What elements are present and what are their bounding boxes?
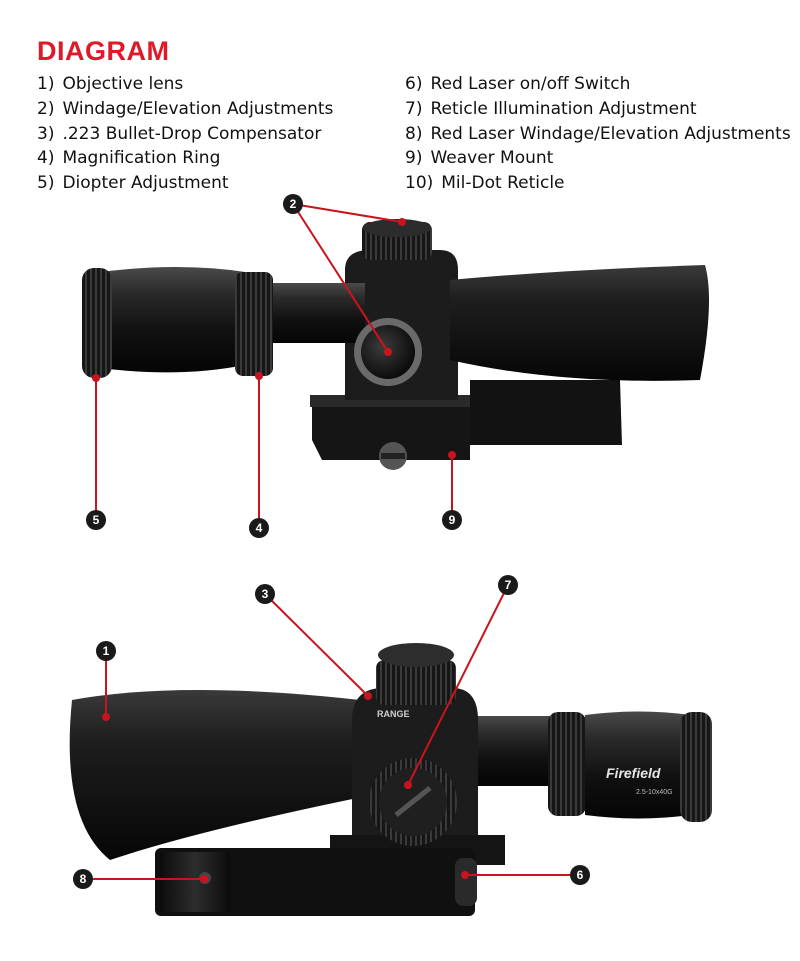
legend-left: 1)Objective lens 2)Windage/Elevation Adj…: [37, 72, 333, 196]
svg-text:8: 8: [80, 872, 87, 886]
legend-right: 6)Red Laser on/off Switch 7)Reticle Illu…: [405, 72, 791, 196]
legend-item-6: 6)Red Laser on/off Switch: [405, 74, 631, 94]
dot-4: [255, 372, 263, 380]
callout-9: 9: [442, 510, 462, 530]
legend-item-1: 1)Objective lens: [37, 74, 184, 94]
dot-2b: [398, 218, 406, 226]
diopter-ring-top: [82, 268, 112, 378]
legend-item-9: 9)Weaver Mount: [405, 148, 554, 169]
legend-item-3: 3).223 Bullet-Drop Compensator: [37, 123, 322, 144]
legend-item-10: 10)Mil-Dot Reticle: [405, 173, 565, 194]
dot-2a: [384, 348, 392, 356]
magnification-ring-top: [235, 272, 273, 376]
dot-9: [448, 451, 456, 459]
dot-7: [404, 781, 412, 789]
bottom-scope: Firefield 2.5-10x40G RANGE: [69, 643, 712, 916]
svg-text:3: 3: [262, 587, 269, 601]
magnification-ring-bottom: [548, 712, 586, 816]
svg-text:6: 6: [577, 868, 584, 882]
bottom-leaders: [83, 584, 580, 880]
svg-text:1: 1: [103, 644, 110, 658]
diopter-ring-bottom: [680, 712, 712, 822]
dot-6: [461, 871, 469, 879]
elevation-cap-top: [363, 219, 431, 237]
top-scope: [82, 219, 709, 470]
laser-body-top: [470, 380, 622, 445]
dot-1: [102, 713, 110, 721]
eyepiece-top: [100, 267, 245, 373]
svg-text:4: 4: [256, 521, 263, 535]
callout-badges: 2 5 4 9 3 7 1 8 6: [73, 194, 590, 889]
leader-7: [407, 584, 509, 786]
laser-body-bottom: [155, 848, 475, 916]
callout-2: 2: [283, 194, 303, 214]
brand-logo: Firefield: [606, 765, 661, 781]
svg-text:7: 7: [505, 578, 512, 592]
eyepiece-bottom: [585, 711, 690, 819]
objective-bell-top: [450, 265, 709, 381]
callout-6: 6: [570, 865, 590, 885]
leader-2b: [292, 203, 403, 223]
leader-3: [264, 593, 369, 697]
svg-text:2: 2: [290, 197, 297, 211]
laser-switch: [455, 858, 477, 906]
legend-item-5: 5)Diopter Adjustment: [37, 173, 229, 194]
legend-item-8: 8)Red Laser Windage/Elevation Adjustment…: [405, 123, 791, 144]
weaver-mount-top: [312, 402, 470, 460]
callout-7: 7: [498, 575, 518, 595]
bdc-cap: [378, 643, 454, 667]
turret-range-text: RANGE: [377, 709, 410, 719]
objective-bell-bottom: [69, 690, 372, 860]
callout-1: 1: [96, 641, 116, 661]
svg-text:5: 5: [93, 513, 100, 527]
model-text: 2.5-10x40G: [636, 789, 673, 796]
dot-5: [92, 374, 100, 382]
leader-2a: [292, 203, 389, 353]
callout-8: 8: [73, 869, 93, 889]
scope-tube-top: [265, 283, 365, 343]
svg-text:9: 9: [449, 513, 456, 527]
page-title: DIAGRAM: [37, 36, 170, 66]
dot-8: [200, 875, 208, 883]
legend-item-7: 7)Reticle Illumination Adjustment: [405, 98, 697, 119]
callout-5: 5: [86, 510, 106, 530]
callout-3: 3: [255, 584, 275, 604]
top-leaders: [95, 203, 453, 528]
bdc-turret: [376, 660, 456, 705]
dot-3: [364, 692, 372, 700]
legend-item-2: 2)Windage/Elevation Adjustments: [37, 98, 334, 119]
callout-4: 4: [249, 518, 269, 538]
legend-item-4: 4)Magnification Ring: [37, 148, 221, 169]
